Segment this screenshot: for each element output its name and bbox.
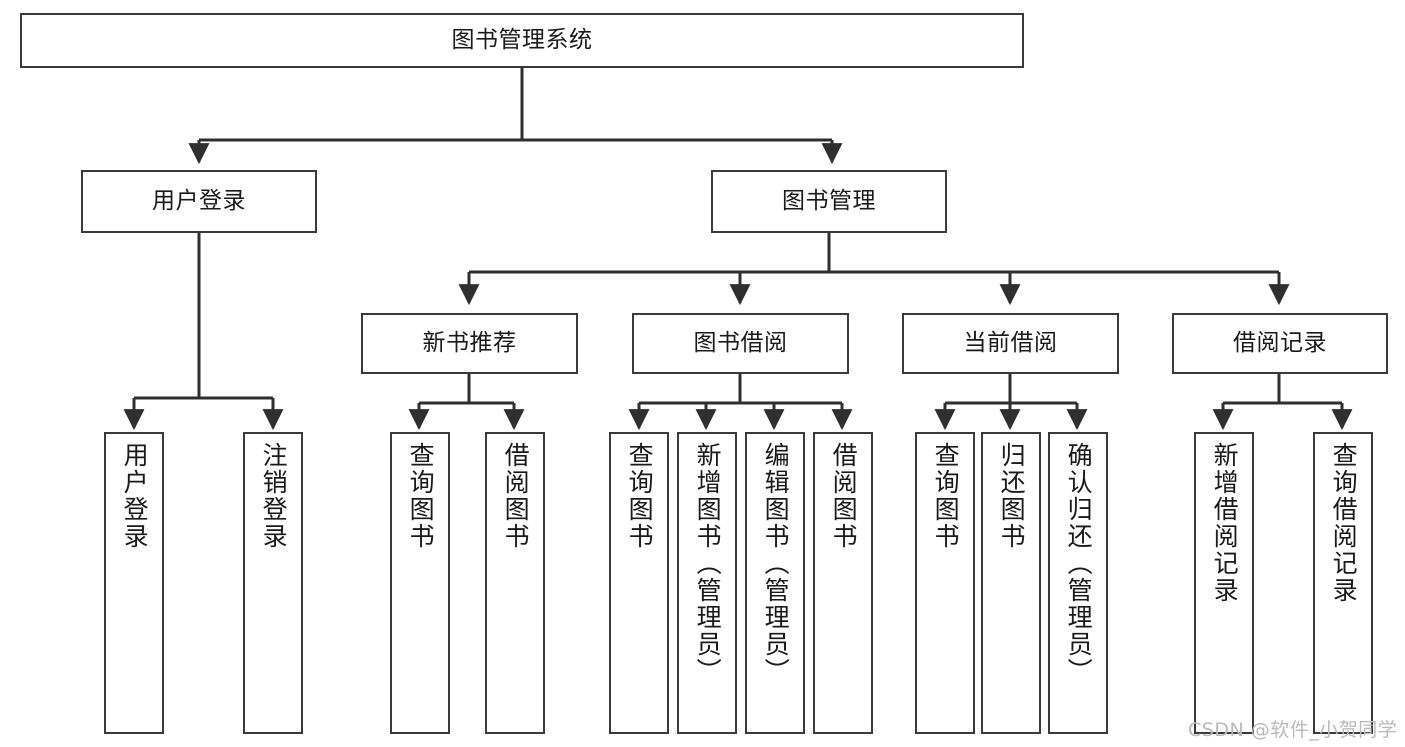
node-book-management[interactable]: 图书管理	[711, 170, 947, 233]
leaf-recommend-query-book[interactable]: 查询图书	[390, 432, 450, 734]
node-label: 图书管理	[782, 187, 876, 214]
node-label: 当前借阅	[963, 329, 1058, 356]
node-label: 图书借阅	[693, 329, 788, 356]
node-label: 借阅图书	[829, 442, 859, 550]
leaf-user-logout[interactable]: 注销登录	[243, 432, 303, 734]
leaf-current-confirm-return-admin[interactable]: 确认归还（管理员）	[1048, 432, 1108, 734]
node-label: 确认归还（管理员）	[1064, 442, 1094, 685]
node-label: 归还图书	[997, 442, 1027, 550]
csdn-watermark: CSDN @软件_小贺同学	[1188, 719, 1398, 741]
node-label: 新增图书（管理员）	[693, 442, 723, 685]
node-label: 新书推荐	[422, 329, 517, 356]
leaf-record-add-record[interactable]: 新增借阅记录	[1194, 432, 1254, 734]
leaf-record-query-record[interactable]: 查询借阅记录	[1313, 432, 1373, 734]
leaf-current-return-book[interactable]: 归还图书	[981, 432, 1041, 734]
node-user-login[interactable]: 用户登录	[81, 170, 317, 233]
node-label: 注销登录	[259, 442, 289, 550]
node-label: 查询图书	[625, 442, 655, 550]
node-label: 图书管理系统	[451, 26, 593, 53]
node-label: 借阅记录	[1233, 329, 1327, 356]
node-current-borrow[interactable]: 当前借阅	[902, 313, 1119, 374]
node-label: 用户登录	[120, 442, 150, 550]
leaf-borrow-borrow-book[interactable]: 借阅图书	[813, 432, 873, 734]
node-root-system[interactable]: 图书管理系统	[20, 13, 1024, 68]
node-label: 查询借阅记录	[1329, 442, 1359, 604]
node-label: 新增借阅记录	[1210, 442, 1240, 604]
node-new-book-recommend[interactable]: 新书推荐	[361, 313, 578, 374]
node-label: 编辑图书（管理员）	[761, 442, 791, 685]
leaf-borrow-edit-book-admin[interactable]: 编辑图书（管理员）	[745, 432, 805, 734]
leaf-current-query-book[interactable]: 查询图书	[915, 432, 975, 734]
node-label: 查询图书	[406, 442, 436, 550]
node-label: 用户登录	[152, 187, 246, 214]
leaf-borrow-add-book-admin[interactable]: 新增图书（管理员）	[677, 432, 737, 734]
node-label: 查询图书	[931, 442, 961, 550]
node-label: 借阅图书	[501, 442, 531, 550]
node-book-borrow[interactable]: 图书借阅	[632, 313, 849, 374]
leaf-borrow-query-book[interactable]: 查询图书	[609, 432, 669, 734]
node-borrow-record[interactable]: 借阅记录	[1172, 313, 1388, 374]
leaf-recommend-borrow-book[interactable]: 借阅图书	[485, 432, 545, 734]
leaf-user-login[interactable]: 用户登录	[104, 432, 164, 734]
